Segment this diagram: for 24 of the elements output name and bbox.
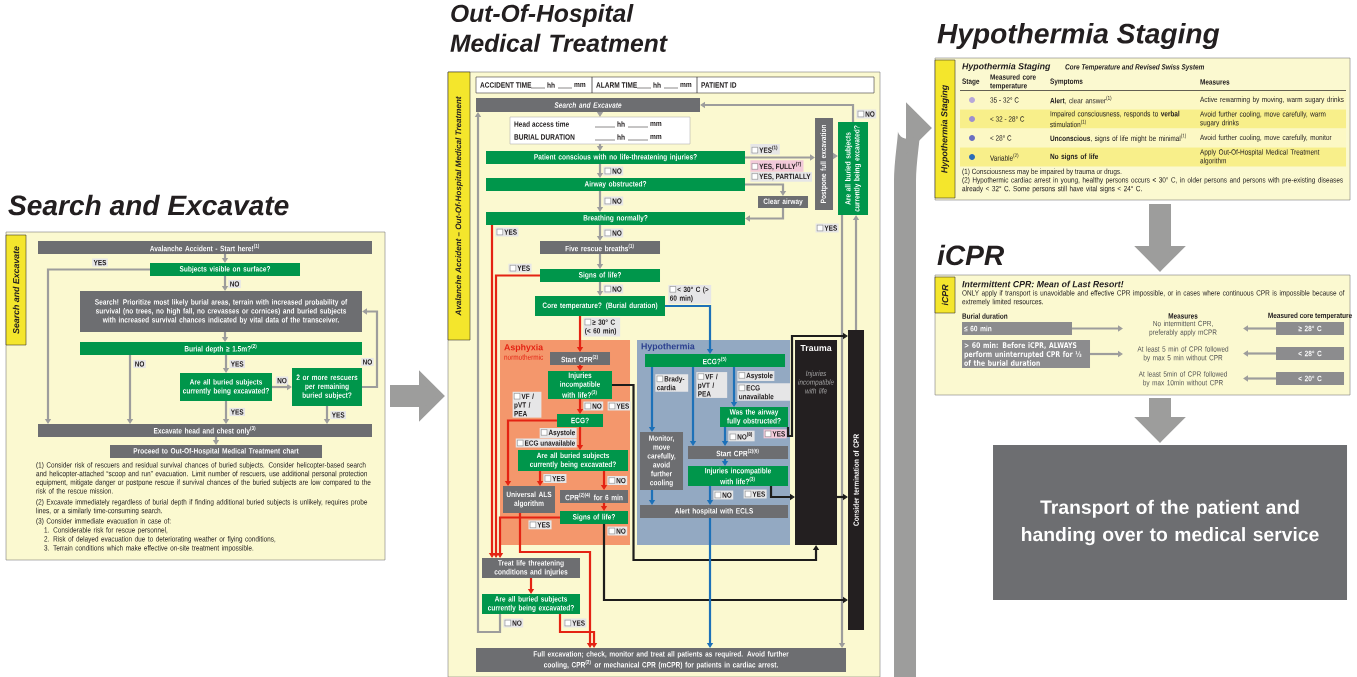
arrow — [1243, 375, 1276, 382]
side-tab: iCPR — [934, 276, 956, 314]
arrow — [1243, 350, 1276, 357]
side-tab: Avalanche Accident – Out-Of-Hospital Medical Treatment — [447, 71, 471, 341]
arrow — [1243, 325, 1276, 332]
arrow — [745, 154, 815, 161]
side-tab: Search and Excavate — [5, 234, 27, 346]
action-box: Transport of the patient and handing over to medical service — [993, 445, 1347, 600]
panel-heading: Out-Of-Hospital Medical Treatment — [450, 4, 668, 52]
arrow — [665, 304, 714, 354]
arrow — [1072, 325, 1123, 332]
panel-heading: Search and Excavate — [8, 194, 289, 216]
arrow — [474, 112, 502, 634]
card-title: Intermittent CPR: Mean of Last Resort! — [962, 280, 1124, 288]
panel-heading: iCPR — [937, 244, 1004, 266]
side-tab: Hypothermia Staging — [934, 59, 956, 199]
table-title: Hypothermia Staging — [962, 62, 1051, 72]
arrow — [786, 332, 848, 438]
panel-heading: Hypothermia Staging — [937, 22, 1220, 50]
arrow — [362, 308, 379, 389]
arrow — [518, 513, 594, 648]
arrow — [745, 208, 785, 222]
arrow — [558, 614, 598, 648]
arrow — [745, 183, 787, 196]
